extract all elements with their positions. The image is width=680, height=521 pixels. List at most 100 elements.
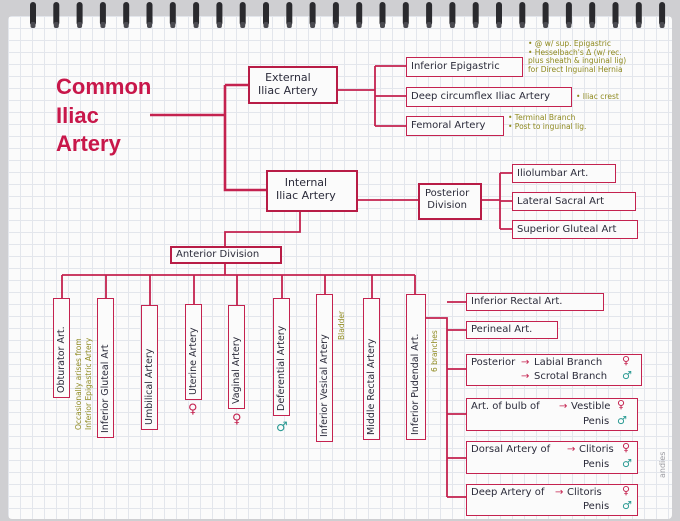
arrow-icon: → — [567, 444, 576, 455]
binding-ring — [193, 2, 200, 26]
branch-label: Lateral Sacral Art — [517, 196, 605, 207]
binding-ring — [565, 2, 572, 26]
pudendal-branch-perineal: Perineal Art. — [466, 321, 558, 339]
branch-label: Perineal Art. — [471, 324, 533, 335]
binding-hole — [286, 22, 292, 28]
binding-hole — [53, 22, 59, 28]
binding-hole — [426, 22, 432, 28]
anterior-branch-vaginal: Vaginal Artery — [228, 305, 245, 409]
binding-ring — [589, 2, 596, 26]
branch-part-c: Scrotal Branch — [534, 371, 608, 382]
branch-label: Vaginal Artery — [231, 336, 242, 404]
binding-ring — [263, 2, 269, 26]
spiral-binding — [30, 2, 666, 28]
binding-hole — [100, 22, 106, 28]
branch-label: Inferior Gluteal Art — [100, 344, 111, 434]
obturator-note-1: Occasionally arises from — [74, 338, 83, 430]
binding-hole — [519, 22, 525, 28]
binding-ring — [426, 2, 433, 26]
binding-ring — [496, 2, 502, 26]
arrow-icon: → — [521, 357, 530, 368]
note-line: • Hesselbach's Δ (w/ rec. — [528, 47, 622, 57]
branch-label: Femoral Artery — [411, 120, 486, 131]
branch-label: Inferior Epigastric — [411, 61, 500, 72]
arrow-icon: → — [521, 371, 530, 382]
branch-part-a: Deep Artery of — [471, 487, 545, 498]
anterior-division-box: Anterior Division — [170, 246, 282, 264]
binding-ring — [332, 2, 339, 26]
branch-label: Deep circumflex Iliac Artery — [411, 91, 551, 102]
pudendal-branch-bulb: Art. of bulb of → Vestible Penis ♀ ♂ — [466, 398, 638, 431]
male-symbol-icon: ♂ — [622, 457, 632, 470]
anterior-branch-inferior-pudendal: Inferior Pudendal Art. — [406, 294, 426, 440]
binding-hole — [77, 22, 83, 28]
posterior-label-1: Posterior — [425, 188, 470, 199]
binding-hole — [216, 22, 222, 28]
male-symbol-icon: ♂ — [617, 414, 627, 427]
binding-hole — [240, 22, 246, 28]
binding-ring — [542, 2, 549, 26]
posterior-branch-superior-gluteal: Superior Gluteal Art — [512, 220, 638, 239]
arrow-icon: → — [559, 401, 568, 412]
branch-part-b: Vestible — [571, 401, 611, 412]
branch-part-b: Clitoris — [567, 487, 602, 498]
note-line: • @ w/ sup. Epigastric — [528, 39, 612, 48]
branch-label: Inferior Vesical Artery — [319, 334, 330, 437]
anterior-branch-deferential: Deferential Artery — [273, 298, 290, 416]
binding-ring — [239, 2, 246, 26]
binding-ring — [472, 2, 479, 26]
external-label-1: External — [265, 71, 311, 84]
binding-ring — [356, 2, 363, 26]
branch-label: Obturator Art. — [56, 326, 67, 393]
binding-ring — [659, 2, 666, 26]
binding-hole — [170, 22, 176, 28]
binding-ring — [309, 2, 316, 26]
anterior-branch-inferior-vesical: Inferior Vesical Artery — [316, 294, 333, 442]
branch-label: Uterine Artery — [188, 327, 199, 395]
pudendal-branch-inferior-rectal: Inferior Rectal Art. — [466, 293, 604, 311]
anterior-branch-inferior-gluteal: Inferior Gluteal Art — [97, 298, 114, 438]
binding-ring — [379, 2, 386, 26]
title-line-2: Iliac — [56, 102, 99, 128]
external-branch-lines — [337, 65, 406, 127]
posterior-label-2: Division — [427, 199, 467, 211]
note-line: for Direct Inguinal Hernia — [528, 64, 623, 74]
binding-hole — [30, 22, 36, 28]
external-iliac-box: External Iliac Artery — [248, 66, 338, 104]
branch-part-c: Penis — [583, 416, 610, 427]
binding-hole — [380, 22, 385, 28]
branch-femoral: Femoral Artery — [406, 116, 504, 136]
internal-label-1: Internal — [284, 176, 328, 189]
note-line: • Post to inguinal lig. — [508, 121, 587, 131]
branch-label: Inferior Pudendal Art. — [410, 333, 421, 435]
female-symbol-icon: ♀ — [622, 354, 631, 367]
male-symbol-icon: ♂ — [276, 420, 288, 435]
anterior-branch-uterine: Uterine Artery — [185, 304, 202, 400]
binding-hole — [193, 22, 199, 28]
circumflex-note: • Iliac crest — [576, 92, 619, 101]
anterior-drops — [61, 275, 416, 305]
binding-hole — [496, 22, 502, 28]
female-symbol-icon: ♀ — [622, 484, 631, 497]
posterior-branch-lateral-sacral: Lateral Sacral Art — [512, 192, 636, 211]
binding-hole — [449, 22, 455, 28]
binding-ring — [53, 2, 60, 26]
internal-to-anterior — [224, 212, 301, 247]
binding-ring — [402, 2, 409, 26]
anterior-label: Anterior Division — [176, 249, 260, 260]
branch-label: Middle Rectal Artery — [366, 338, 377, 435]
binding-ring — [123, 2, 130, 26]
binding-ring — [76, 2, 83, 26]
binding-hole — [566, 22, 572, 28]
common-trunk — [223, 85, 268, 192]
watermark: andies — [658, 451, 667, 478]
binding-ring — [449, 2, 456, 26]
binding-hole — [543, 22, 549, 28]
binding-hole — [473, 22, 479, 28]
binding-hole — [636, 22, 642, 28]
branch-label: Iliolumbar Art. — [517, 168, 589, 179]
binding-hole — [333, 22, 339, 28]
female-symbol-icon: ♀ — [232, 412, 242, 427]
binding-ring — [286, 2, 293, 26]
